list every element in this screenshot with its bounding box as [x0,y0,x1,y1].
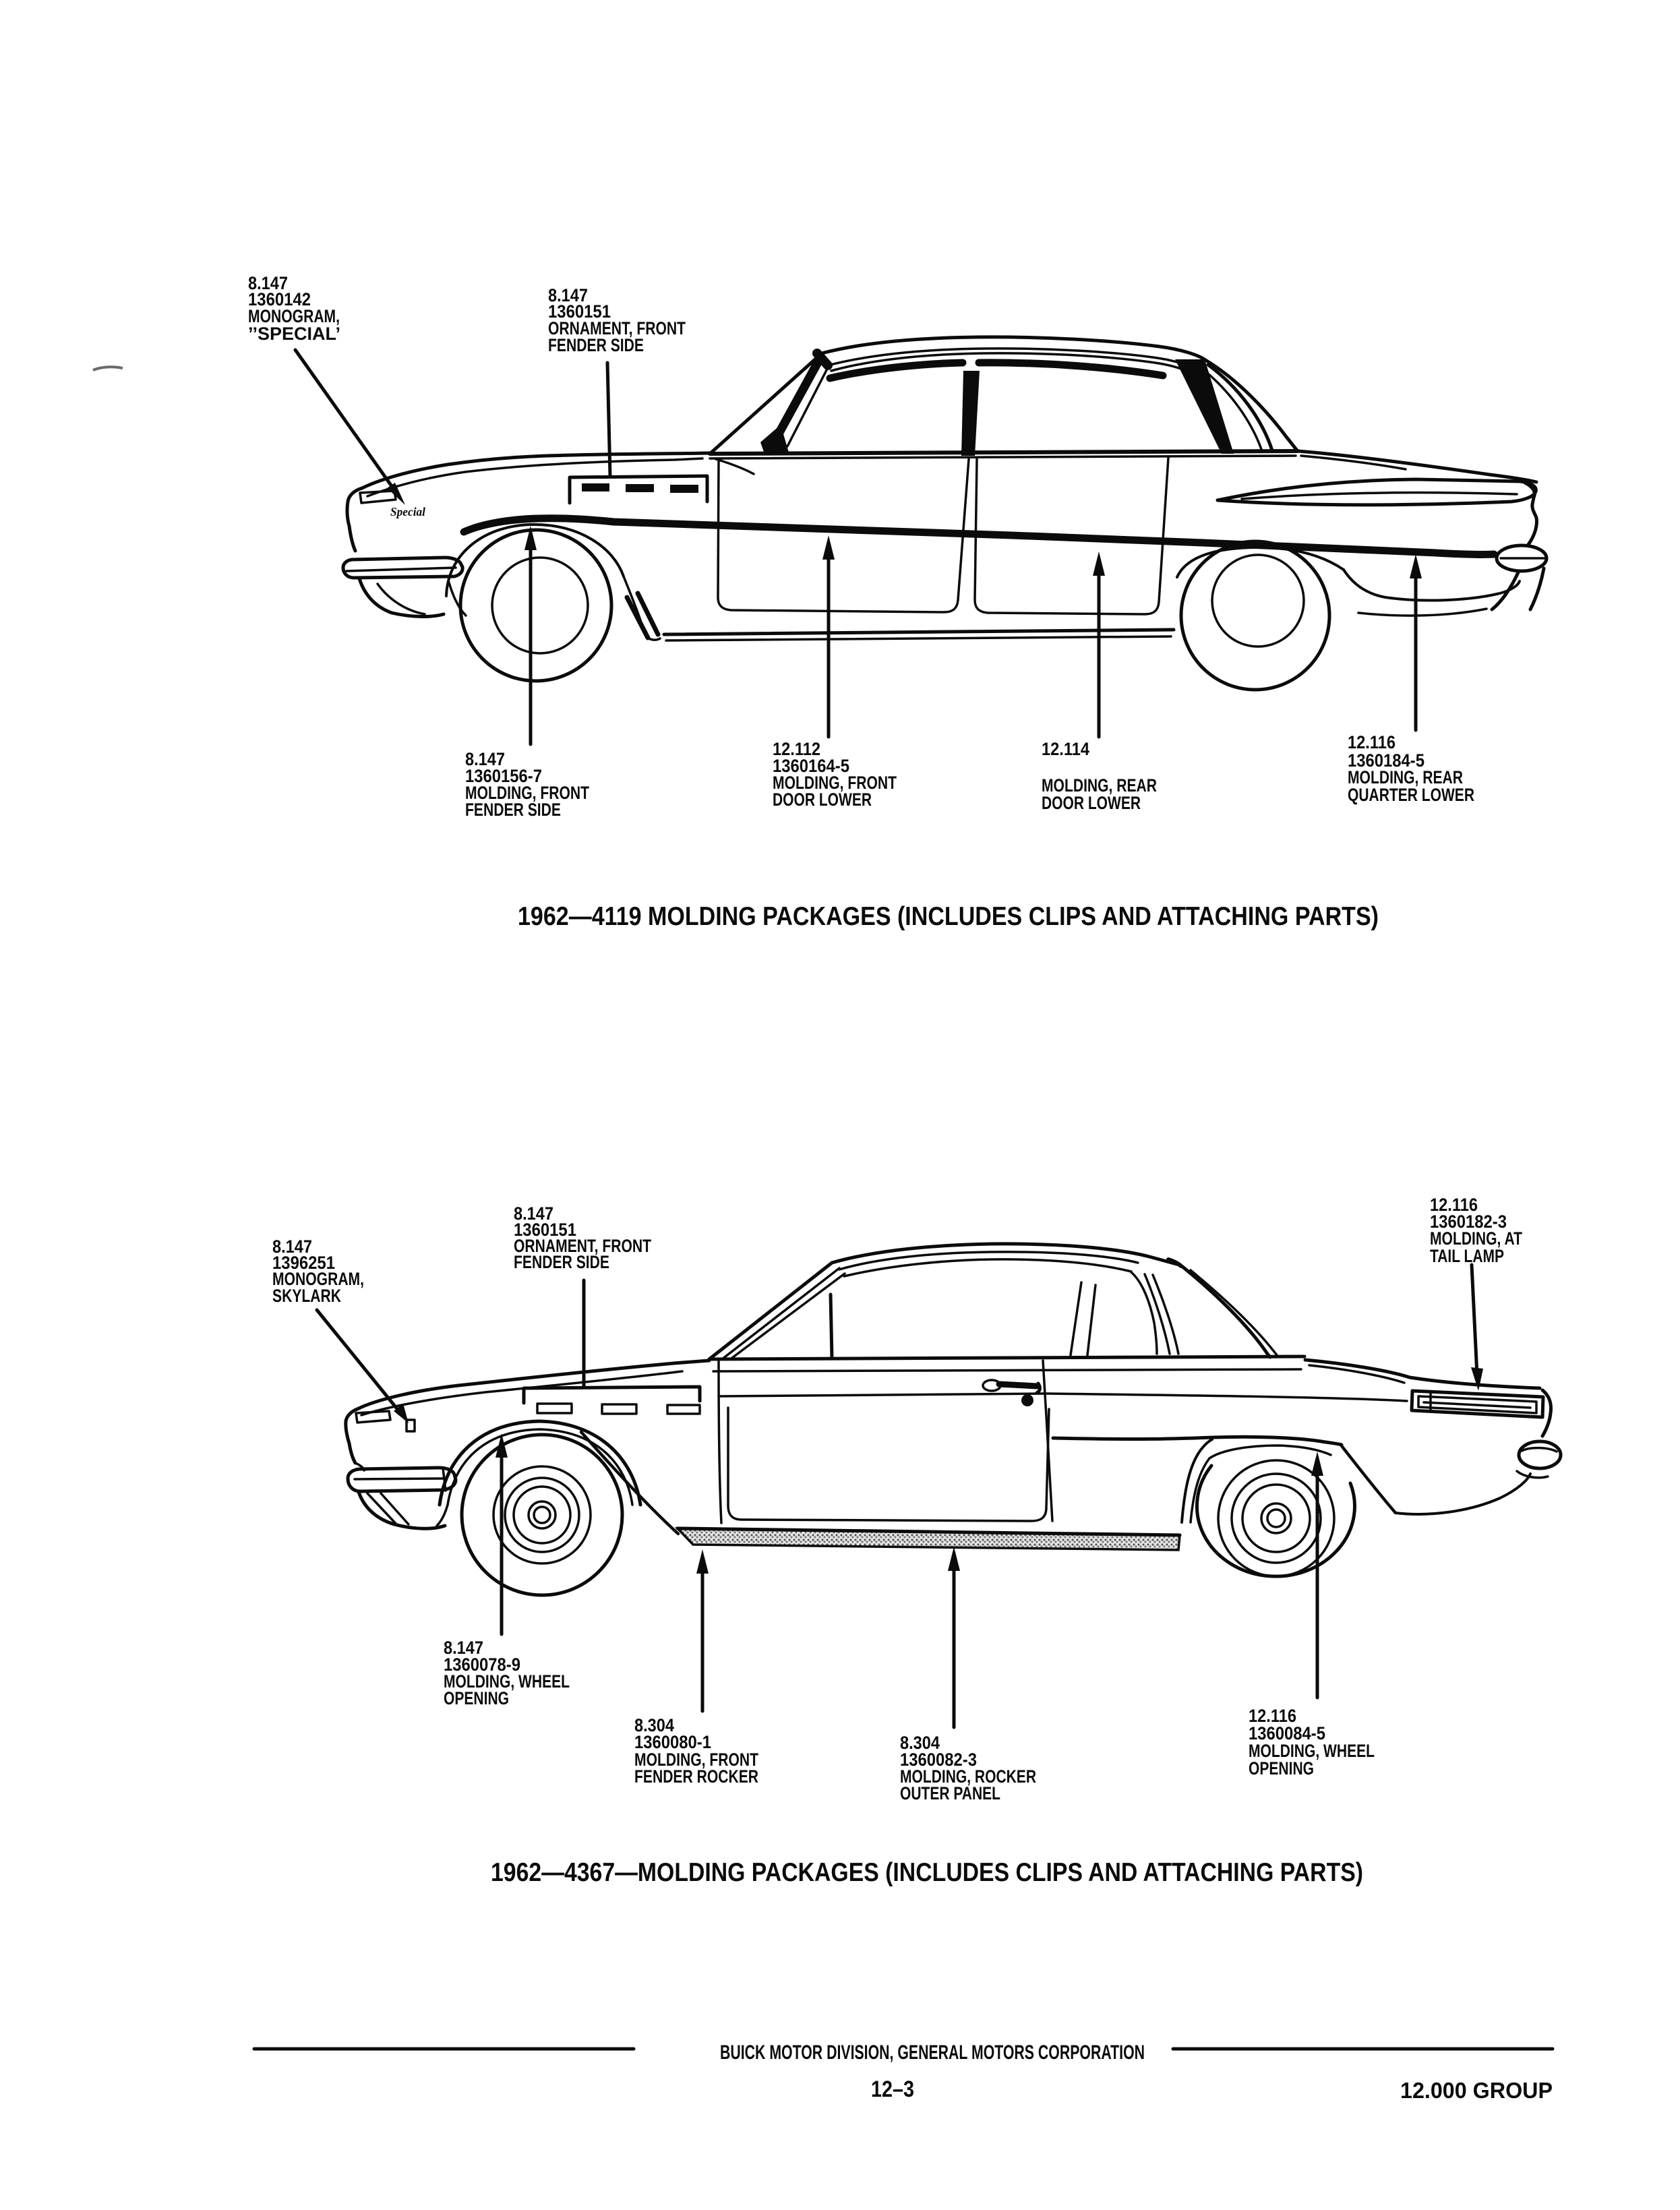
svg-text:8.147: 8.147 [272,1236,312,1257]
svg-text:12.000 GROUP: 12.000 GROUP [1400,2078,1553,2103]
svg-text:’’SPECIAL’: ’’SPECIAL’ [248,324,340,344]
svg-text:MOLDING, ROCKER: MOLDING, ROCKER [900,1766,1036,1787]
svg-text:OPENING: OPENING [1249,1758,1314,1779]
svg-text:8.147: 8.147 [548,285,588,305]
svg-text:ORNAMENT, FRONT: ORNAMENT, FRONT [514,1236,651,1256]
svg-text:MOLDING, FRONT: MOLDING, FRONT [465,783,589,803]
svg-text:BUICK MOTOR DIVISION, GENERAL: BUICK MOTOR DIVISION, GENERAL MOTORS COR… [720,2041,1145,2064]
svg-text:DOOR LOWER: DOOR LOWER [773,789,872,810]
svg-text:MONOGRAM,: MONOGRAM, [248,306,340,326]
svg-text:MOLDING, AT: MOLDING, AT [1430,1228,1522,1249]
svg-text:1360084-5: 1360084-5 [1249,1723,1325,1743]
svg-text:QUARTER LOWER: QUARTER LOWER [1348,785,1474,805]
svg-text:FENDER SIDE: FENDER SIDE [465,800,561,820]
svg-text:MOLDING, FRONT: MOLDING, FRONT [634,1750,758,1770]
svg-text:MOLDING, WHEEL: MOLDING, WHEEL [1249,1741,1375,1761]
svg-text:TAIL LAMP: TAIL LAMP [1430,1246,1504,1266]
svg-text:DOOR LOWER: DOOR LOWER [1042,793,1141,813]
svg-text:1360151: 1360151 [548,301,611,322]
svg-text:1360080-1: 1360080-1 [634,1732,711,1752]
svg-text:OPENING: OPENING [444,1688,509,1708]
svg-text:1360156-7: 1360156-7 [465,766,542,786]
svg-text:1360151: 1360151 [514,1220,576,1240]
svg-text:OUTER PANEL: OUTER PANEL [900,1783,1000,1803]
svg-text:MOLDING, FRONT: MOLDING, FRONT [773,773,897,793]
svg-text:8.304: 8.304 [634,1715,674,1735]
svg-text:1962—4119 MOLDING PACKAGES (IN: 1962—4119 MOLDING PACKAGES (INCLUDES CLI… [518,902,1379,931]
svg-text:1360082-3: 1360082-3 [900,1750,977,1770]
svg-text:MOLDING, WHEEL: MOLDING, WHEEL [444,1671,570,1692]
svg-text:1360142: 1360142 [248,289,311,309]
svg-text:8.147: 8.147 [248,273,288,293]
svg-text:MOLDING, REAR: MOLDING, REAR [1348,767,1463,787]
svg-text:12.116: 12.116 [1348,732,1396,752]
svg-text:SKYLARK: SKYLARK [272,1286,341,1306]
svg-text:Special: Special [390,505,425,518]
svg-text:1360164-5: 1360164-5 [773,756,849,776]
svg-text:12–3: 12–3 [871,2077,914,2102]
svg-text:12.112: 12.112 [773,739,820,759]
svg-text:1360184-5: 1360184-5 [1348,750,1424,771]
svg-text:12.116: 12.116 [1430,1195,1478,1215]
svg-text:12.116: 12.116 [1249,1706,1296,1726]
svg-text:1360078-9: 1360078-9 [444,1654,520,1675]
svg-text:12.114: 12.114 [1042,739,1089,759]
svg-text:8.147: 8.147 [514,1203,553,1224]
svg-text:1360182-3: 1360182-3 [1430,1212,1507,1232]
svg-text:1396251: 1396251 [272,1253,335,1273]
svg-text:FENDER SIDE: FENDER SIDE [514,1252,609,1272]
svg-text:8.147: 8.147 [465,749,505,769]
svg-text:1962—4367—MOLDING PACKAGES (IN: 1962—4367—MOLDING PACKAGES (INCLUDES CLI… [491,1858,1363,1887]
svg-text:FENDER ROCKER: FENDER ROCKER [634,1766,758,1787]
svg-text:MOLDING, REAR: MOLDING, REAR [1042,775,1157,796]
svg-text:FENDER SIDE: FENDER SIDE [548,335,644,355]
svg-text:8.304: 8.304 [900,1733,940,1753]
svg-text:ORNAMENT, FRONT: ORNAMENT, FRONT [548,318,686,338]
svg-text:8.147: 8.147 [444,1638,483,1658]
svg-text:MONOGRAM,: MONOGRAM, [272,1269,364,1289]
